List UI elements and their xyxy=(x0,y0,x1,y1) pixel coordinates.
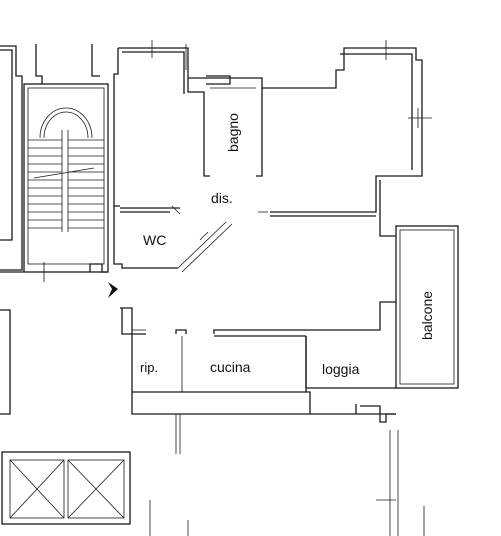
room-label-balcone: balcone xyxy=(419,291,435,340)
room-label-loggia: loggia xyxy=(322,361,360,377)
apartment-walls xyxy=(113,40,459,454)
entrance-arrow-icon xyxy=(108,282,118,298)
room-label-cucina: cucina xyxy=(210,359,251,375)
room-label-dis: dis. xyxy=(211,190,233,206)
room-label-rip: rip. xyxy=(140,360,158,375)
elevator-shafts xyxy=(1,451,189,536)
room-label-bagno: bagno xyxy=(225,113,241,152)
stairwell xyxy=(0,83,109,282)
left-walls xyxy=(0,44,100,415)
edge-marks xyxy=(376,430,425,536)
room-label-wc: WC xyxy=(143,232,166,248)
